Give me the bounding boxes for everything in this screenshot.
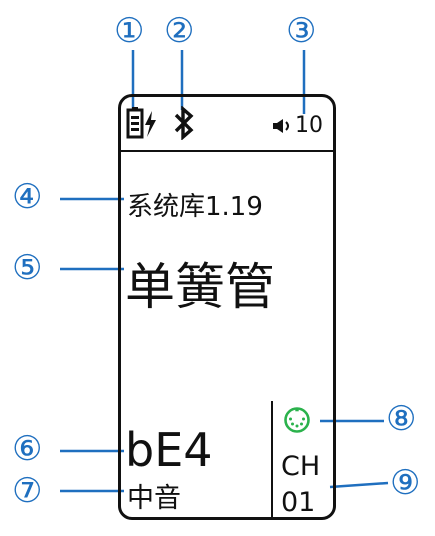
channel-label: CH bbox=[281, 451, 321, 482]
midi-connector-icon bbox=[283, 406, 311, 438]
status-bar-divider bbox=[121, 150, 333, 152]
volume-value: 10 bbox=[295, 113, 323, 138]
device-screen: 10 系统库1.19 单簧管 bE4 中音 CH 01 bbox=[118, 94, 336, 520]
channel-divider bbox=[271, 401, 273, 519]
instrument-name: 单簧管 bbox=[125, 258, 275, 316]
callout-4: ④ bbox=[12, 177, 43, 217]
callout-6: ⑥ bbox=[12, 429, 43, 469]
library-version: 系统库1.19 bbox=[127, 192, 263, 222]
channel-value: 01 bbox=[281, 487, 316, 518]
callout-9: ⑨ bbox=[390, 463, 421, 503]
note-name: bE4 bbox=[125, 423, 213, 477]
callout-5: ⑤ bbox=[12, 248, 43, 288]
leader-line-9 bbox=[329, 481, 389, 489]
battery-charging-icon bbox=[125, 107, 159, 143]
bluetooth-icon bbox=[173, 105, 195, 144]
speaker-icon bbox=[272, 118, 294, 138]
callout-2: ② bbox=[164, 11, 195, 51]
callout-7: ⑦ bbox=[12, 471, 43, 511]
callout-3: ③ bbox=[286, 11, 317, 51]
range-label: 中音 bbox=[127, 483, 181, 514]
callout-1: ① bbox=[114, 11, 145, 51]
callout-8: ⑧ bbox=[386, 399, 417, 439]
